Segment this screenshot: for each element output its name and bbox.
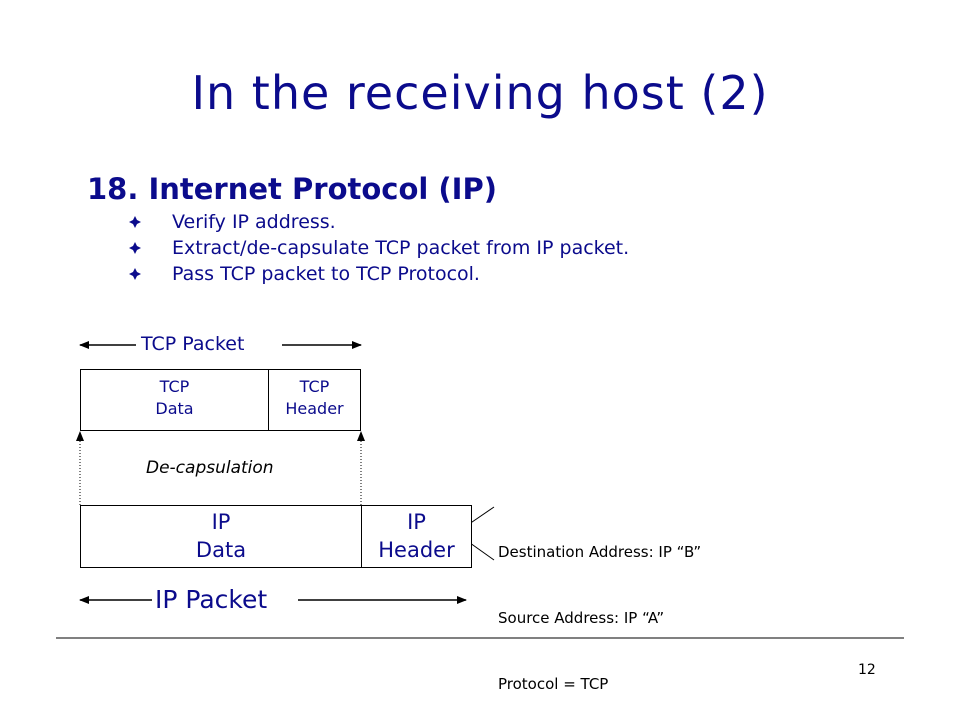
tcp-packet-label: TCP Packet — [141, 333, 245, 355]
diamond-bullet-icon — [129, 268, 141, 280]
page-number: 12 — [858, 662, 876, 678]
bullet-item: Verify IP address. — [128, 209, 629, 235]
bullet-text: Extract/de-capsulate TCP packet from IP … — [172, 237, 630, 259]
section-heading: 18. Internet Protocol (IP) — [87, 172, 497, 206]
ip-header-line1: IP — [407, 510, 426, 534]
bullet-item: Pass TCP packet to TCP Protocol. — [128, 261, 629, 287]
bullet-text: Pass TCP packet to TCP Protocol. — [172, 263, 480, 285]
tcp-data-box: TCP Data — [80, 369, 269, 431]
diamond-bullet-icon — [129, 242, 141, 254]
protocol-field: Protocol = TCP — [498, 675, 609, 693]
bullet-item: Extract/de-capsulate TCP packet from IP … — [128, 235, 629, 261]
destination-address-field: Destination Address: IP “B” — [498, 543, 702, 561]
tcp-header-box: TCP Header — [268, 369, 361, 431]
tcp-data-line1: TCP — [159, 377, 190, 396]
tcp-header-line1: TCP — [299, 377, 330, 396]
ip-data-line2: Data — [195, 538, 247, 562]
slide-title: In the receiving host (2) — [191, 66, 769, 120]
bullet-text: Verify IP address. — [172, 211, 336, 233]
bullet-list: Verify IP address. Extract/de-capsulate … — [128, 209, 629, 287]
ip-header-line2: Header — [378, 538, 455, 562]
tcp-data-line2: Data — [155, 399, 194, 418]
ip-packet-label: IP Packet — [155, 585, 268, 614]
ip-data-line1: IP — [211, 510, 231, 534]
ip-data-box: IP Data — [80, 505, 362, 568]
source-address-field: Source Address: IP “A” — [498, 609, 665, 627]
tcp-header-line2: Header — [285, 399, 344, 418]
header-fields: Destination Address: IP “B” Source Addre… — [498, 497, 701, 717]
decapsulation-label: De-capsulation — [146, 458, 274, 478]
diamond-bullet-icon — [129, 216, 141, 228]
ip-header-box: IP Header — [361, 505, 472, 568]
